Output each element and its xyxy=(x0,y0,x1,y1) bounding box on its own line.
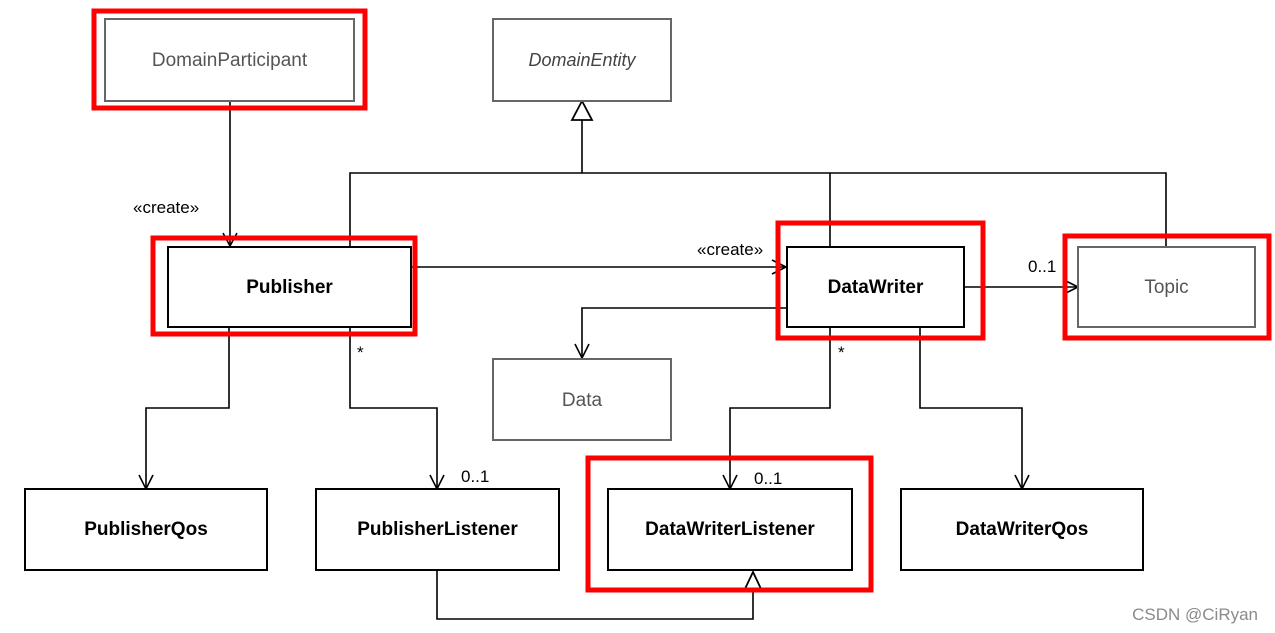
highlight-topic xyxy=(1062,233,1272,341)
edge-datawriter-listener xyxy=(729,327,831,488)
edge-datawriter-data xyxy=(581,307,787,357)
domain-entity-label: DomainEntity xyxy=(528,50,636,70)
publisher-qos-label: PublisherQos xyxy=(84,519,208,540)
highlight-datawriter-listener xyxy=(585,455,874,593)
domain-participant-label: DomainParticipant xyxy=(152,50,308,71)
generalization-arrowhead xyxy=(570,99,594,121)
star-publisher-listener: * xyxy=(357,343,364,362)
datawriter-qos-label: DataWriterQos xyxy=(956,519,1089,540)
edge-publisher-qos xyxy=(145,327,230,488)
highlight-publisher xyxy=(150,235,418,337)
data-box xyxy=(492,358,672,441)
datawriter-qos-box xyxy=(900,488,1144,571)
publisher-label: Publisher xyxy=(246,277,333,298)
topic-box xyxy=(1077,246,1256,328)
watermark: CSDN @CiRyan xyxy=(1132,605,1258,624)
multiplicity-publisher-listener: 0..1 xyxy=(461,467,489,486)
create-label-publisher: «create» xyxy=(697,240,763,259)
create-label-participant: «create» xyxy=(133,198,199,217)
domain-participant-box xyxy=(104,18,355,102)
generalization-lines xyxy=(349,120,1167,247)
publisher-qos-box xyxy=(24,488,268,571)
star-datawriter-listener: * xyxy=(838,343,845,362)
multiplicity-datawriter-listener: 0..1 xyxy=(754,469,782,488)
multiplicity-topic: 0..1 xyxy=(1028,257,1056,276)
publisher-box xyxy=(167,246,412,328)
highlight-datawriter xyxy=(775,220,986,341)
datawriter-box xyxy=(786,246,965,328)
edge-publisher-listener xyxy=(349,327,438,488)
edge-listener-generalization xyxy=(436,570,754,620)
publisher-listener-box xyxy=(315,488,560,571)
highlight-domain-participant xyxy=(91,8,368,111)
datawriter-label: DataWriter xyxy=(828,277,924,298)
datawriter-listener-box xyxy=(607,488,853,571)
topic-label: Topic xyxy=(1144,277,1188,298)
datawriter-listener-label: DataWriterListener xyxy=(645,519,815,540)
data-label: Data xyxy=(562,390,603,411)
publisher-listener-label: PublisherListener xyxy=(357,519,518,540)
edge-datawriter-qos xyxy=(919,327,1023,488)
domain-entity-box xyxy=(492,18,672,102)
